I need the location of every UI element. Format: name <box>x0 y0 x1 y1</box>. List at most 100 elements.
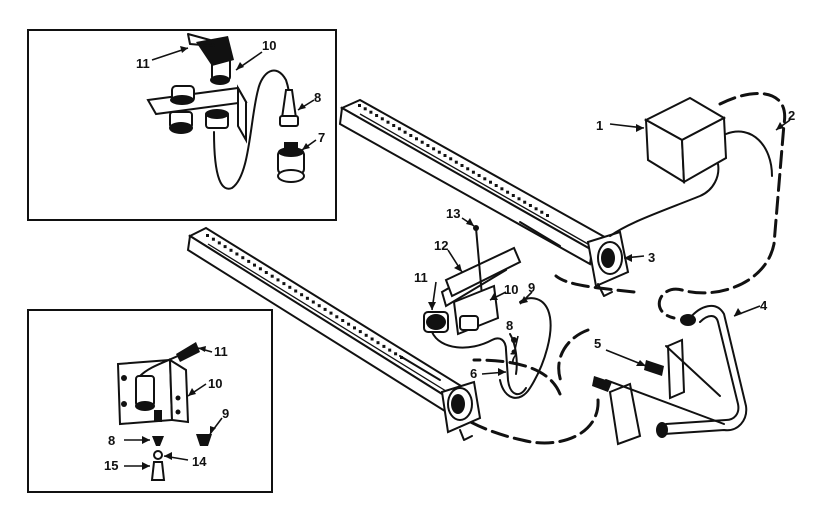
fitting-nut-top <box>277 142 305 183</box>
callout-11: 11 <box>414 270 428 285</box>
callout-10: 10 <box>504 282 518 297</box>
inset-bottom-callout-9: 9 <box>222 406 229 421</box>
burner-port <box>353 326 356 330</box>
inset-bottom-callout-15: 15 <box>104 458 118 473</box>
callout-8: 8 <box>506 318 513 333</box>
burner-port <box>305 296 309 300</box>
burner-port <box>409 134 413 137</box>
mounting-handle <box>605 304 748 446</box>
burner-port <box>300 293 304 297</box>
burner-port <box>500 187 504 191</box>
burner-port <box>454 160 458 164</box>
burner-port <box>282 282 286 286</box>
valve-fittings <box>592 360 664 392</box>
callout-6: 6 <box>470 366 477 381</box>
inset-top-callout-11: 11 <box>136 56 150 71</box>
burner-port <box>311 300 315 304</box>
burner-port <box>317 304 321 308</box>
callout-1: 1 <box>596 118 603 133</box>
burner-port <box>294 289 298 293</box>
burner-port <box>403 130 407 134</box>
burner-lower <box>186 226 482 441</box>
burner-port <box>358 330 362 334</box>
callout-2: 2 <box>788 108 795 123</box>
burner-port <box>264 271 268 274</box>
burner-port <box>380 117 384 121</box>
pilot-tube-top <box>213 69 291 190</box>
burner-port <box>517 197 521 201</box>
inset-top-frame <box>27 29 337 221</box>
inset-bottom-frame <box>27 309 273 493</box>
burner-port <box>511 194 515 197</box>
burner-port <box>382 344 386 348</box>
burner-port <box>432 147 436 151</box>
burner-port <box>241 256 245 260</box>
burner-port <box>211 237 215 241</box>
inset-bottom-callout-11: 11 <box>214 344 228 359</box>
gas-supply-tube <box>725 130 773 177</box>
burner-port <box>358 104 361 107</box>
burner-port <box>369 110 373 114</box>
burner-port <box>364 333 368 337</box>
burner-port <box>323 307 327 311</box>
pilot-bracket-top <box>146 33 248 144</box>
burner-port <box>494 184 498 187</box>
inset-bottom-left: 11 10 9 8 14 15 <box>27 309 273 493</box>
inset-top-callout-10: 10 <box>262 38 276 53</box>
burner-port <box>375 114 379 117</box>
burner-port <box>483 177 487 181</box>
burner-port <box>489 180 492 184</box>
burner-port <box>229 248 233 252</box>
control-box <box>609 96 728 237</box>
burner-port <box>217 241 221 245</box>
burner-port <box>415 137 418 141</box>
inset-bottom-callout-8: 8 <box>108 433 115 448</box>
inset-bottom-callout-10: 10 <box>208 376 222 391</box>
callout-5: 5 <box>594 336 601 351</box>
burner-port <box>386 120 390 124</box>
burner-port <box>540 210 544 214</box>
burner-port <box>288 285 292 289</box>
callout-12: 12 <box>434 238 448 253</box>
burner-port <box>335 315 339 319</box>
inset-top-left: 11 10 8 7 <box>27 29 337 221</box>
burner-port <box>443 154 447 157</box>
burner-port <box>397 127 401 131</box>
callout-3: 3 <box>648 250 655 265</box>
burner-port <box>247 259 251 263</box>
dashed-assembly-outline <box>428 91 787 445</box>
burner-port <box>477 174 481 177</box>
callout-leaders <box>428 119 791 376</box>
burner-port <box>253 263 256 267</box>
pilot-bracket-bottom <box>116 342 200 426</box>
orifice-stack-bottom <box>150 410 166 481</box>
inset-top-callout-7: 7 <box>318 130 325 145</box>
burner-port <box>270 274 274 278</box>
burner-port <box>392 124 396 127</box>
callout-9: 9 <box>528 280 535 295</box>
burner-port <box>276 278 280 282</box>
burner-port <box>223 245 227 249</box>
burner-port <box>370 337 374 341</box>
burner-port <box>466 167 470 171</box>
burner-port <box>437 150 441 154</box>
pilot-orifice-top <box>279 89 299 127</box>
burner-upper <box>338 98 630 297</box>
burner-port <box>523 200 527 204</box>
burner-port <box>394 352 398 356</box>
burner-port <box>235 252 239 256</box>
burner-port <box>420 140 424 144</box>
burner-port <box>528 204 532 207</box>
burner-port <box>546 214 549 217</box>
inset-top-callout-8: 8 <box>314 90 321 105</box>
burner-port <box>206 234 209 237</box>
burner-port <box>341 319 345 322</box>
inset-bottom-callout-14: 14 <box>192 454 207 469</box>
pilot-assembly-main <box>423 225 552 399</box>
burner-port <box>506 190 510 194</box>
burner-port <box>329 311 333 315</box>
callout-7: 7 <box>510 350 517 365</box>
burner-port <box>363 107 367 111</box>
burner-port <box>471 170 475 174</box>
